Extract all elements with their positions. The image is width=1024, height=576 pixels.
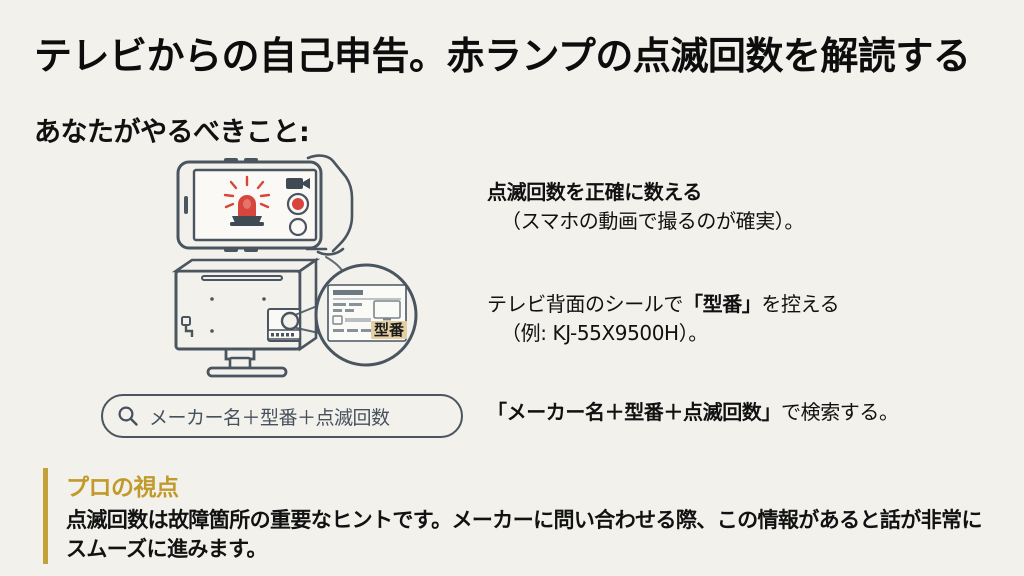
search-icon bbox=[117, 405, 139, 427]
model-number-highlight bbox=[371, 321, 407, 339]
step-3-text: 「メーカー名＋型番＋点滅回数」で検索する。 bbox=[487, 398, 899, 427]
step-2-line1-post: を控える bbox=[761, 292, 840, 316]
step-3-rest: で検索する。 bbox=[781, 400, 899, 424]
pro-tip-body-line1: 点滅回数は故障箇所の重要なヒントです。メーカーに問い合わせる際、この情報が bbox=[66, 508, 819, 532]
step-2-line1-strong: 「型番」 bbox=[683, 292, 762, 316]
pro-tip-title: プロの視点 bbox=[66, 475, 179, 501]
beacon-rays bbox=[223, 175, 271, 209]
page-title: テレビからの自己申告。赤ランプの点滅回数を解読する bbox=[34, 34, 971, 78]
shutter-button bbox=[288, 217, 308, 237]
search-query-text: メーカー名＋型番＋点滅回数 bbox=[149, 406, 390, 429]
record-button bbox=[292, 198, 304, 210]
smartphone-recording-illustration bbox=[168, 152, 383, 264]
step-1-line2: （スマホの動画で撮るのが確実）。 bbox=[501, 209, 804, 233]
search-input[interactable]: メーカー名＋型番＋点滅回数 bbox=[101, 394, 463, 438]
step-1-line1: 点滅回数を正確に数える bbox=[487, 180, 702, 204]
step-2-line2: （例: KJ-55X9500H）。 bbox=[501, 321, 708, 345]
section-subtitle: あなたがやるべきこと: bbox=[34, 117, 310, 148]
tv-back-label-illustration: 型番 bbox=[168, 255, 438, 387]
step-1-text: 点滅回数を正確に数える （スマホの動画で撮るのが確実）。 bbox=[487, 178, 804, 236]
model-number-label: 型番 bbox=[374, 321, 405, 339]
step-3-strong: 「メーカー名＋型番＋点滅回数」 bbox=[487, 400, 781, 424]
step-2-text: テレビ背面のシールで「型番」を控える （例: KJ-55X9500H）。 bbox=[487, 290, 840, 348]
pro-tip-body: 点滅回数は故障箇所の重要なヒントです。メーカーに問い合わせる際、この情報があると… bbox=[66, 506, 983, 564]
video-camera-icon bbox=[286, 178, 310, 189]
pro-tip-callout: プロの視点 点滅回数は故障箇所の重要なヒントです。メーカーに問い合わせる際、この… bbox=[43, 468, 983, 564]
step-2-line1-pre: テレビ背面のシールで bbox=[487, 292, 683, 316]
pro-tip-body-line2: あると話が非常にスムーズに進みます。 bbox=[66, 508, 983, 561]
